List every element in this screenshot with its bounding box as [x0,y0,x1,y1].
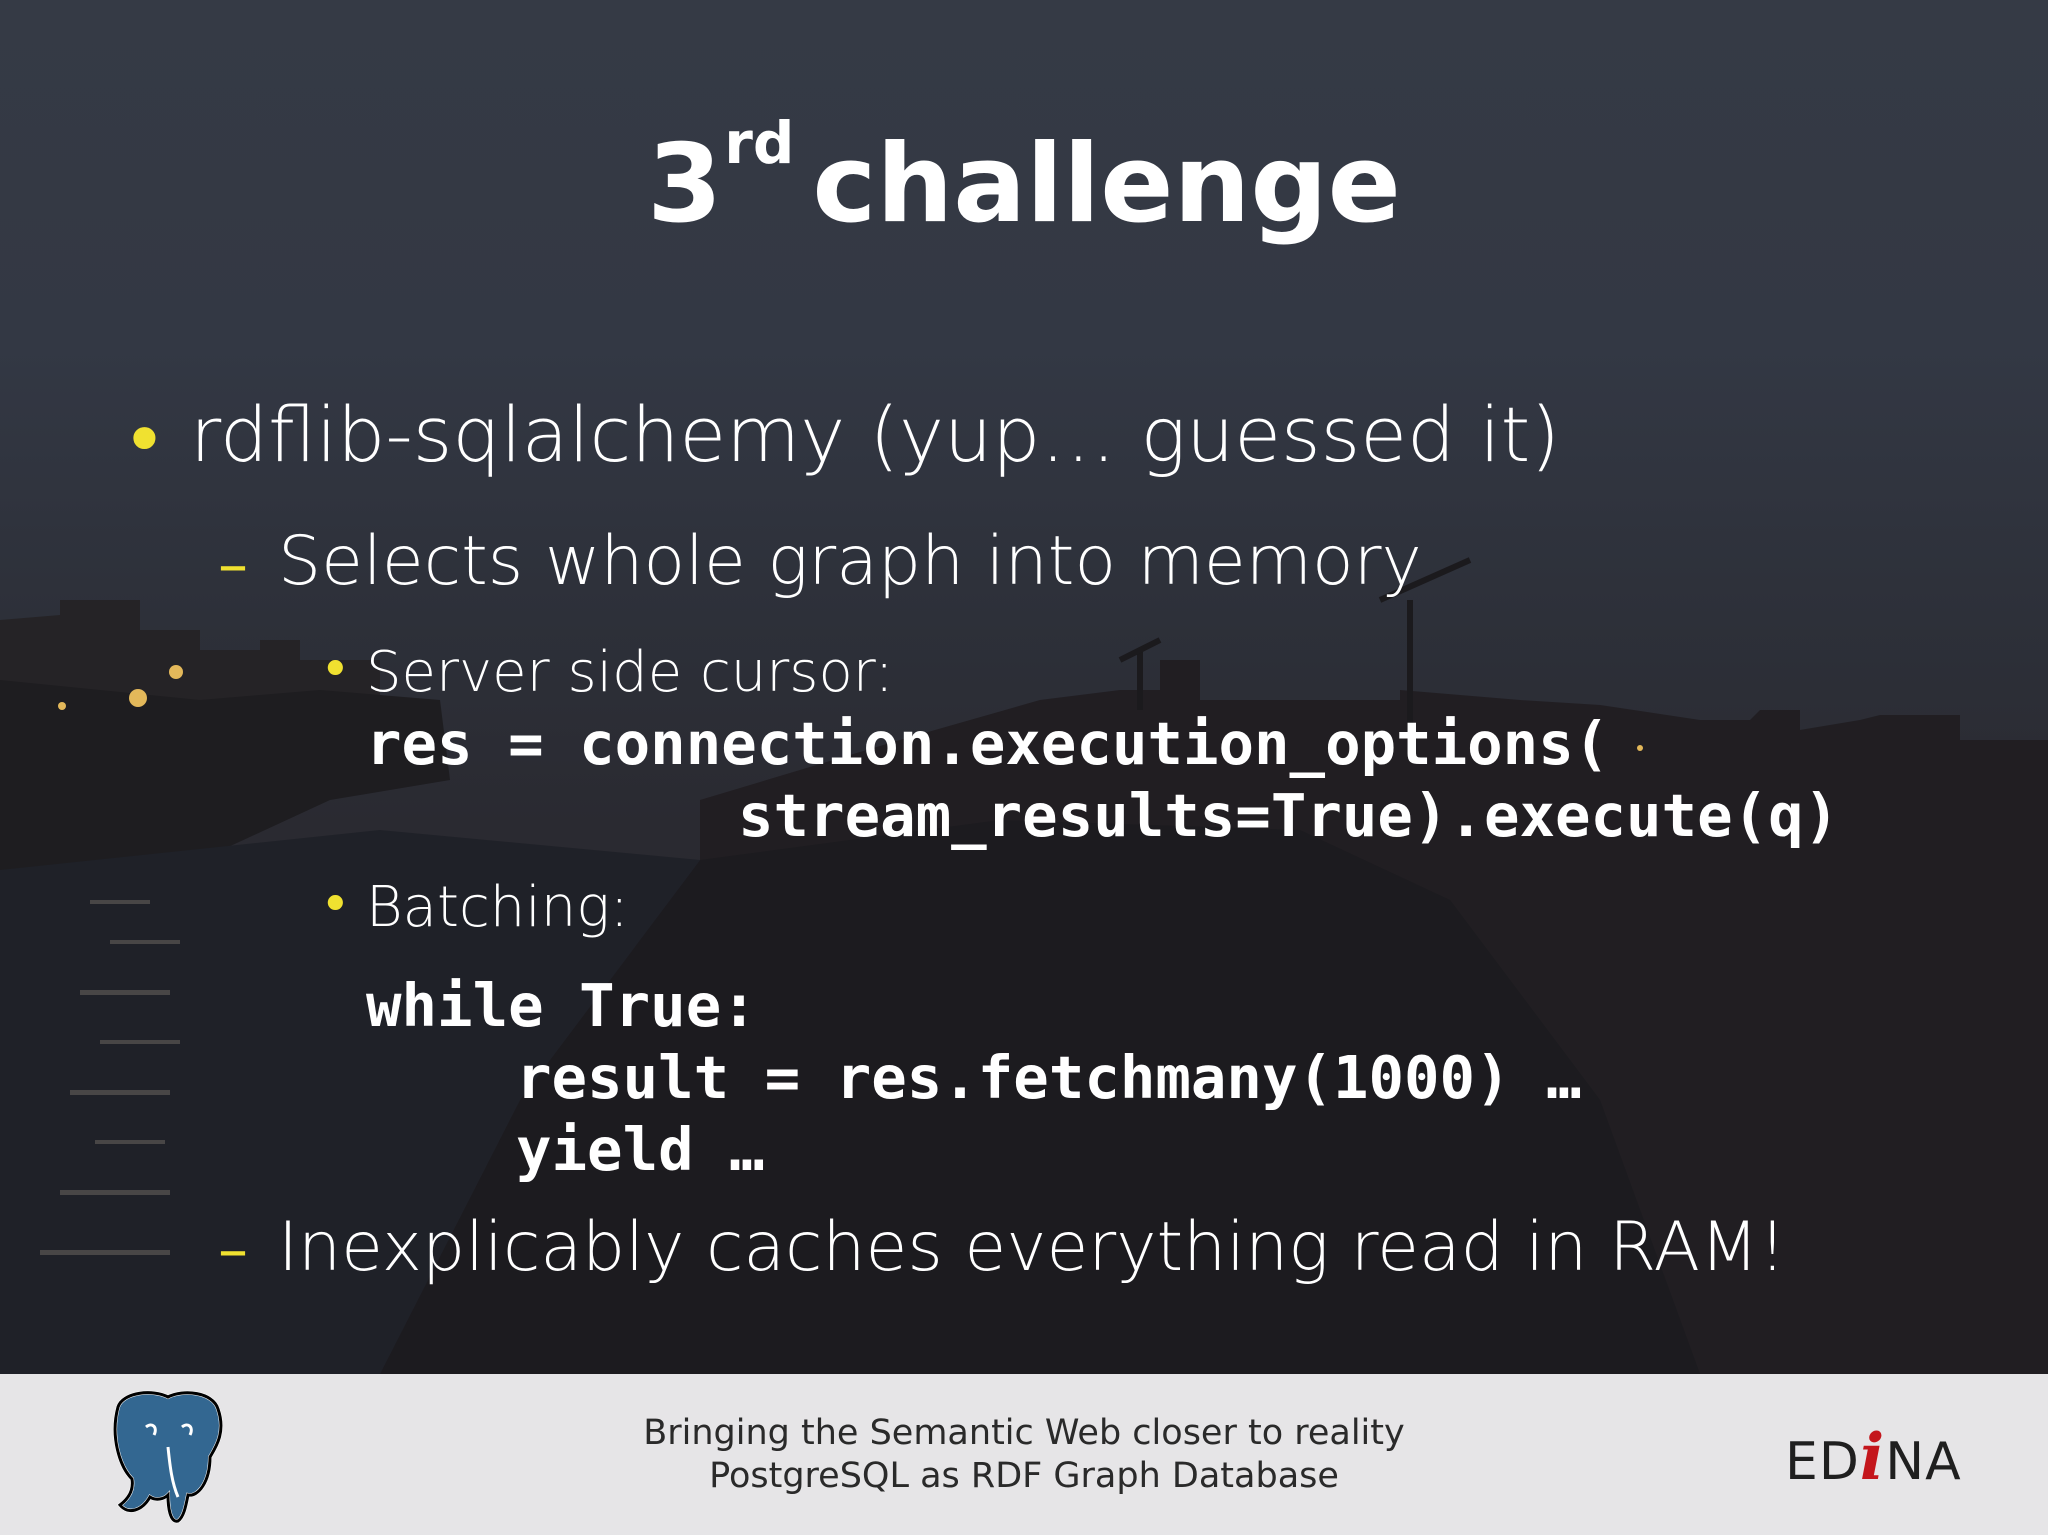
bullet-text: rdflib-sqlalchemy (yup… guessed it) [190,390,1560,479]
bullet-dot: • [320,875,351,935]
dash-marker: – [218,1215,248,1285]
slide-footer: Bringing the Semantic Web closer to real… [0,1374,2048,1535]
sub-bullet-text: Selects whole graph into memory [278,522,1422,601]
night-harbour-background [0,557,2048,1374]
bullet-dot: • [320,640,351,700]
edina-logo: EDiNA [1785,1420,1962,1495]
footer-title: Bringing the Semantic Web closer to real… [643,1413,1405,1453]
code-line: result = res.fetchmany(1000) … [516,1043,1582,1112]
sub-sub-bullet-text: Server side cursor: [366,640,894,705]
code-line: yield … [516,1115,765,1184]
sub-sub-bullet-text: Batching: [366,875,629,940]
postgresql-elephant-icon [113,1390,223,1524]
code-line: res = connection.execution_options( [366,709,1610,778]
bullet-dot: • [122,395,167,484]
footer-subtitle: PostgreSQL as RDF Graph Database [709,1456,1339,1496]
code-line: stream_results=True).execute(q) [738,781,1840,850]
code-line: while True: [366,971,757,1040]
dash-marker: – [218,530,248,600]
sub-bullet-text: Inexplicably caches everything read in R… [278,1208,1786,1287]
